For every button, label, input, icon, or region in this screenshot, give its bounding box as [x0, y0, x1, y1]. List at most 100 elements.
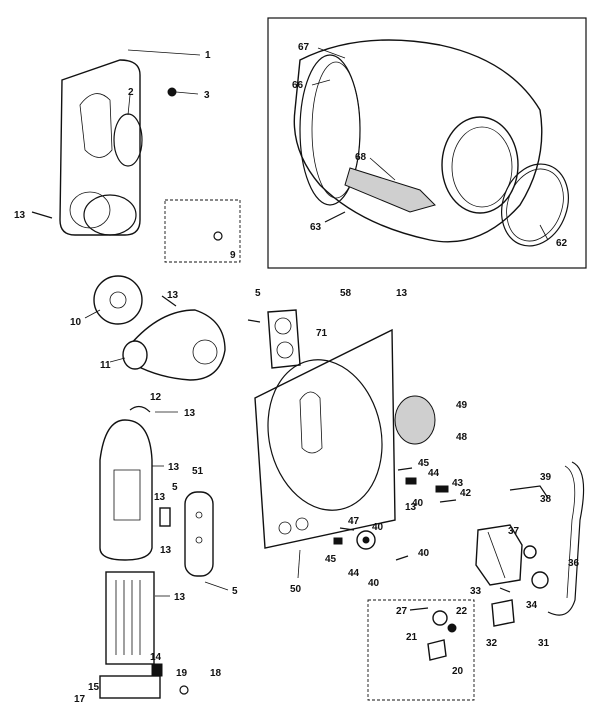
part-45 — [405, 477, 417, 485]
part-42-inner — [362, 536, 370, 544]
callout-29: 22 — [456, 606, 468, 617]
callout-12: 12 — [150, 392, 162, 403]
vent-cover-hole-2 — [276, 341, 294, 359]
callout-2: 2 — [128, 87, 134, 98]
callout-9: 9 — [230, 250, 236, 261]
part-9-screw — [213, 231, 223, 241]
callout-37: 37 — [508, 526, 520, 537]
motor-pulley — [523, 545, 537, 559]
callout-31: 27 — [396, 606, 408, 617]
callout-33: 32 — [486, 638, 498, 649]
leader-68 — [369, 157, 396, 181]
duct-clip — [129, 405, 151, 413]
lint-duct-window — [113, 469, 141, 521]
callout-19: 15 — [88, 682, 100, 693]
panel-hole-1 — [195, 511, 203, 519]
callout-62: 62 — [556, 238, 568, 249]
rear-panel — [254, 328, 396, 549]
callout-49: 48 — [456, 432, 468, 443]
blower-wheel-hub — [109, 291, 127, 309]
callout-5-panel: 5 — [232, 586, 238, 597]
drum-assembly-frame — [267, 17, 587, 269]
screw-40-right — [439, 499, 457, 503]
callout-58: 58 — [340, 288, 352, 299]
callout-15: 13 — [154, 492, 166, 503]
part-21 — [179, 685, 189, 695]
front-housing-window — [79, 93, 113, 158]
callout-47-lower: 47 — [348, 516, 360, 527]
front-housing — [59, 59, 141, 236]
part-28 — [447, 623, 457, 633]
drum-seal-ring — [501, 163, 569, 247]
front-housing-group: 1 2 3 13 9 — [14, 49, 241, 263]
callout-45-upper: 44 — [428, 468, 440, 479]
callout-18: 14 — [150, 652, 162, 663]
callout-71: 71 — [316, 328, 328, 339]
callout-13-housing: 13 — [14, 210, 26, 221]
access-panel — [184, 491, 214, 577]
callout-28: 21 — [406, 632, 418, 643]
callout-13-panel: 13 — [396, 288, 408, 299]
idler-bracket — [491, 599, 515, 627]
callout-66: 66 — [292, 80, 304, 91]
callout-40-mid: 40 — [372, 522, 384, 533]
drum-seal-ring-inner — [506, 168, 564, 242]
blower-group: 10 11 13 — [70, 275, 226, 381]
vent-cover-hole-1 — [274, 317, 292, 335]
leader-66 — [311, 79, 331, 86]
callout-13-lower: 13 — [160, 545, 172, 556]
part-29 — [432, 610, 448, 626]
callout-5-vent: 5 — [255, 288, 261, 299]
drum-opening — [441, 116, 519, 214]
drum-opening-inner — [451, 126, 513, 208]
lint-filter — [394, 395, 436, 445]
callout-13-center: 13 — [405, 502, 417, 513]
leader-3 — [175, 91, 199, 95]
housing-duct-ring — [83, 194, 137, 236]
drive-belt — [547, 461, 585, 616]
vent-screw — [247, 319, 261, 323]
drive-belt-inner — [564, 465, 576, 599]
vent-cover — [267, 309, 301, 369]
leader-11 — [109, 357, 126, 363]
callout-5-duct: 5 — [172, 482, 178, 493]
callout-32: 31 — [538, 638, 550, 649]
rear-panel-hole-2 — [295, 517, 309, 531]
drum-rear-rim-inner — [311, 61, 361, 199]
thermistor-47 — [397, 467, 413, 471]
heater-base — [99, 675, 161, 699]
callout-40-lower: 40 — [418, 548, 430, 559]
callout-68: 68 — [355, 152, 367, 163]
leader-5-panel — [204, 581, 229, 591]
motor-rib — [487, 531, 506, 579]
leader-67 — [317, 47, 346, 59]
motor-clip — [509, 485, 549, 499]
callout-44-lower: 44 — [348, 568, 360, 579]
callout-51: 51 — [192, 466, 204, 477]
leader-48 — [297, 549, 301, 579]
blower-screw — [161, 295, 177, 307]
callout-13-duct: 13 — [184, 408, 196, 419]
part-45-lower — [333, 537, 343, 545]
callout-67: 67 — [298, 42, 310, 53]
callout-48: 50 — [290, 584, 302, 595]
blower-wheel — [93, 275, 143, 325]
duct-heater-group: 12 13 13 13 5 13 51 5 13 14 15 17 19 — [74, 392, 238, 705]
leader-62 — [539, 224, 549, 241]
lint-duct — [99, 419, 153, 561]
callout-20: 17 — [74, 694, 86, 705]
part-9-outline — [164, 199, 241, 263]
callout-22: 19 — [176, 668, 188, 679]
callout-47-upper: 45 — [418, 458, 430, 469]
callout-42: 40 — [368, 578, 380, 589]
part-34 — [499, 587, 511, 593]
callout-63: 63 — [310, 222, 322, 233]
callout-50: 49 — [456, 400, 468, 411]
callout-27: 20 — [452, 666, 464, 677]
callout-34: 33 — [470, 586, 482, 597]
idler-pulley — [531, 571, 549, 589]
callout-43: 42 — [460, 488, 472, 499]
leader-10 — [84, 309, 101, 319]
drum-screw — [324, 211, 346, 223]
drum-baffle — [344, 167, 436, 213]
